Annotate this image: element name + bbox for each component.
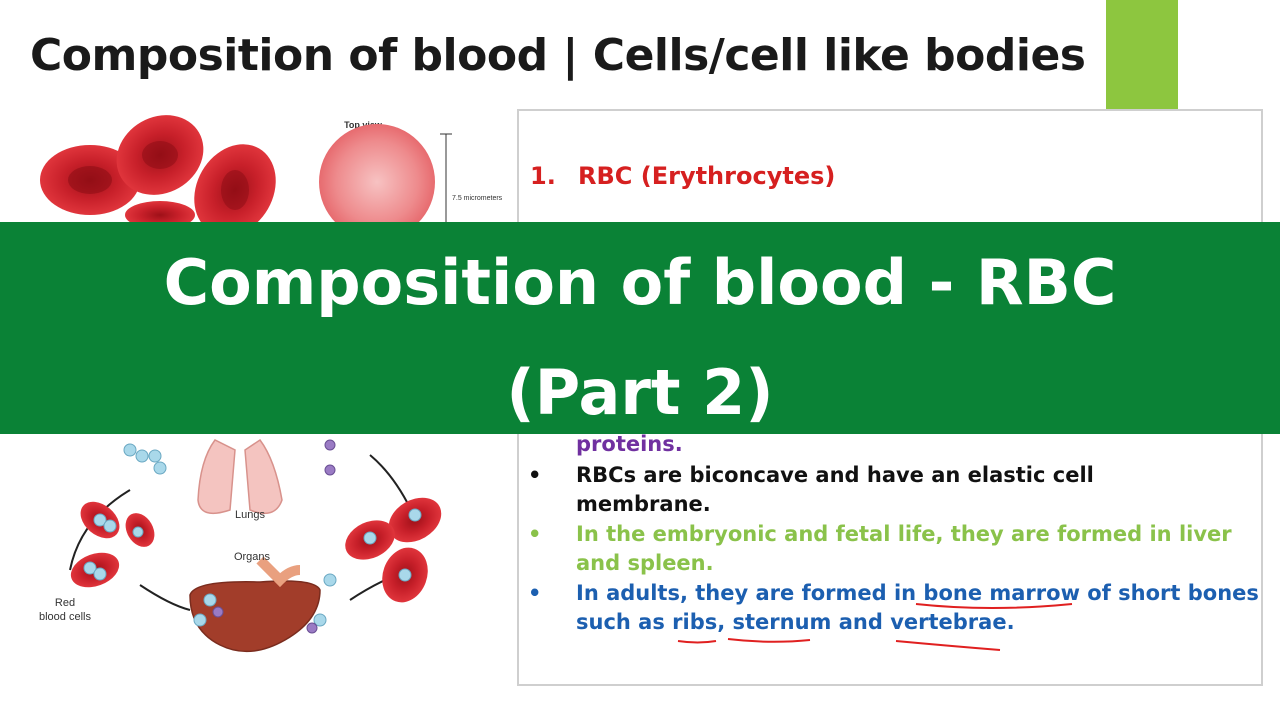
slide-title: Composition of blood | Cells/cell like b…	[30, 30, 1086, 81]
rbc-top-view	[319, 124, 435, 240]
bullet-dot: •	[528, 581, 542, 605]
banner-title: Composition of blood - RBC	[163, 246, 1117, 319]
title-banner	[0, 222, 1280, 434]
heading-text: RBC (Erythrocytes)	[578, 162, 836, 190]
top-view-label: Top view	[344, 120, 383, 130]
circulation-diagram: Lungs Organs Red	[39, 438, 442, 653]
organs-label: Organs	[234, 551, 271, 563]
bullet-dot: •	[528, 463, 542, 487]
size-label: 7.5 micrometers	[452, 195, 503, 202]
banner-subtitle: (Part 2)	[506, 356, 774, 429]
lungs-label: Lungs	[235, 509, 265, 521]
rbc-illustration: Top view 7.5 micrometers Lungs Organs	[39, 115, 503, 653]
heading-number: 1.	[530, 162, 556, 190]
bullet-dot: •	[528, 522, 542, 546]
accent-block	[1106, 0, 1178, 110]
red-cells-label-2: blood cells	[39, 611, 91, 623]
section-heading: 1. RBC (Erythrocytes)	[530, 162, 835, 190]
red-cells-label-1: Red	[55, 597, 75, 609]
